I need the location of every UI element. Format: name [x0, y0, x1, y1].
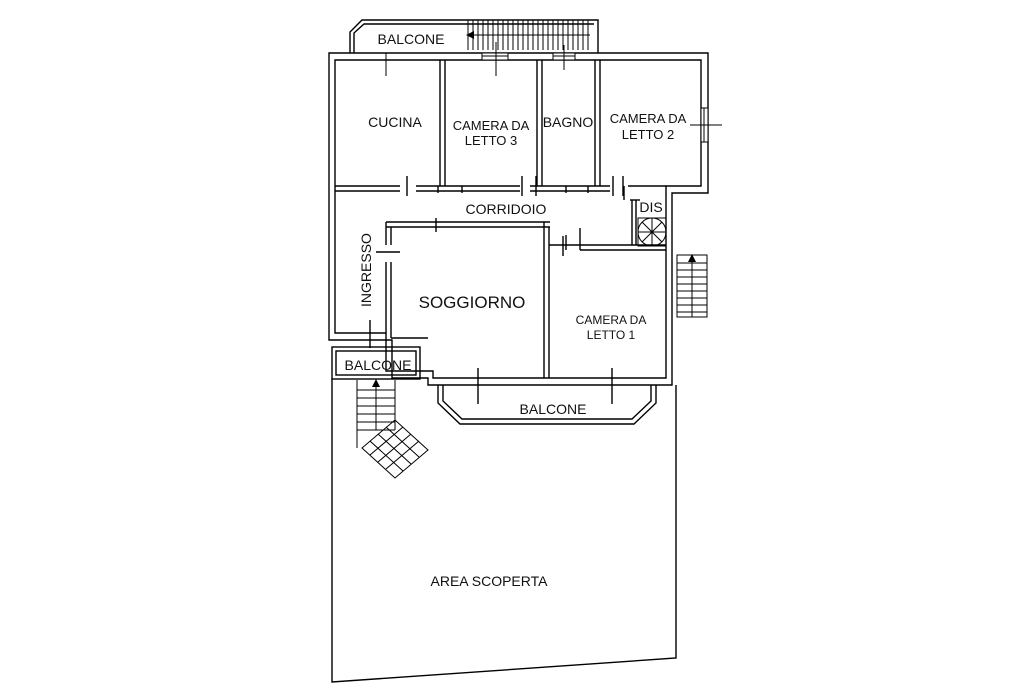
interior-walls [335, 60, 666, 378]
label-ingresso: INGRESSO [358, 233, 374, 307]
label-camera1-line2: LETTO 1 [587, 328, 636, 342]
balcony-left [331, 346, 429, 479]
label-soggiorno: SOGGIORNO [419, 293, 526, 312]
door-marks [369, 176, 625, 404]
label-balcone-top: BALCONE [378, 31, 445, 47]
spiral-stair [637, 217, 667, 247]
room-labels: BALCONE CUCINA CAMERA DA LETTO 3 BAGNO C… [345, 31, 687, 589]
label-corridoio: CORRIDOIO [466, 201, 547, 217]
label-bagno: BAGNO [543, 114, 594, 130]
windows [481, 42, 722, 143]
stair-right [676, 254, 708, 318]
label-dis: DIS [639, 199, 662, 215]
balcony-top [349, 19, 599, 76]
label-camera1-line1: CAMERA DA [576, 313, 647, 327]
label-balcone-bottom: BALCONE [520, 401, 587, 417]
label-cucina: CUCINA [368, 114, 422, 130]
label-camera3-line1: CAMERA DA [453, 118, 530, 133]
label-area-scoperta: AREA SCOPERTA [431, 573, 549, 589]
label-camera3-line2: LETTO 3 [465, 133, 518, 148]
exterior-walls [328, 52, 709, 386]
balcony-bottom [437, 385, 657, 425]
label-camera2-line2: LETTO 2 [622, 127, 675, 142]
label-camera2-line1: CAMERA DA [610, 111, 687, 126]
label-balcone-left: BALCONE [345, 357, 412, 373]
open-area [331, 379, 677, 683]
